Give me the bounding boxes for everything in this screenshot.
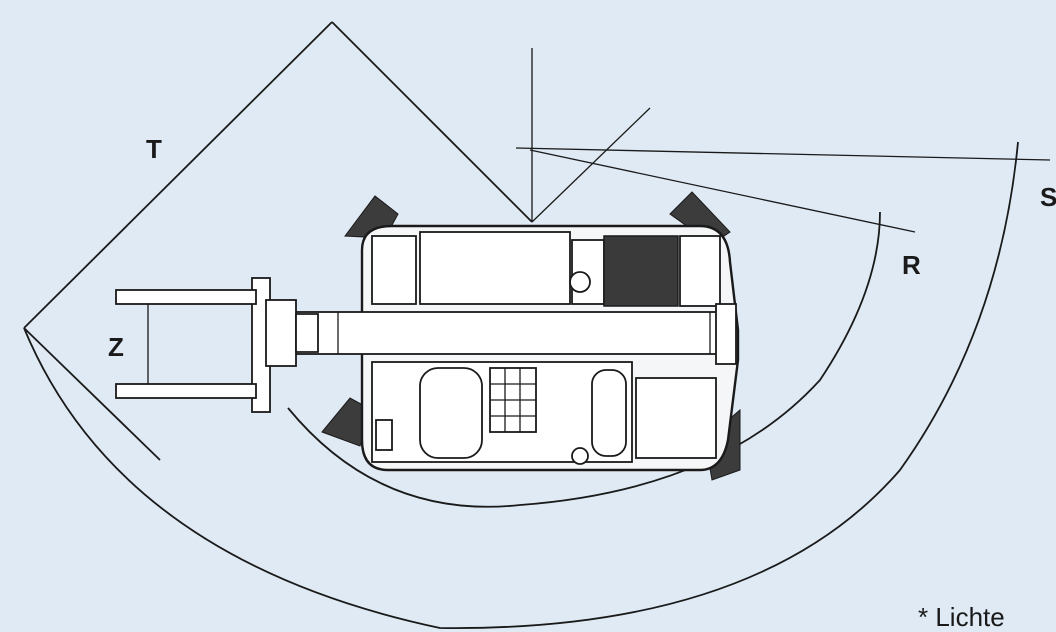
label-t: T (146, 134, 162, 164)
fork-lower (115, 383, 257, 399)
boom-head-plate (265, 299, 297, 367)
inner-turning-arc (287, 211, 881, 508)
cab-seat-left (419, 367, 483, 459)
dimension-t-line-bottom (23, 327, 161, 461)
upper-right-frame (679, 235, 721, 307)
fuel-cap (569, 271, 591, 293)
footnote-text: * Lichte (918, 602, 1005, 632)
fork-upper (115, 289, 257, 305)
counterweight-block (603, 235, 679, 307)
radius-r-line (529, 149, 916, 233)
boom-neck (295, 313, 319, 353)
lower-right-frame (635, 377, 717, 459)
center-diagonal-line (531, 107, 651, 223)
engine-cover (419, 231, 571, 305)
label-r: R (902, 250, 921, 280)
label-z: Z (108, 332, 124, 362)
cab-knob (571, 447, 589, 465)
outer-turning-arc (23, 141, 1019, 629)
lower-left-step (375, 419, 393, 451)
upper-panel-left (371, 235, 417, 305)
label-s: S (1040, 182, 1056, 212)
dimension-t-line-right (331, 21, 533, 223)
boom-pivot (715, 303, 737, 365)
cab-seat-right (591, 369, 627, 457)
control-keypad (489, 367, 537, 433)
radius-s-line (515, 147, 1051, 161)
dimension-t-line-left (23, 21, 333, 329)
